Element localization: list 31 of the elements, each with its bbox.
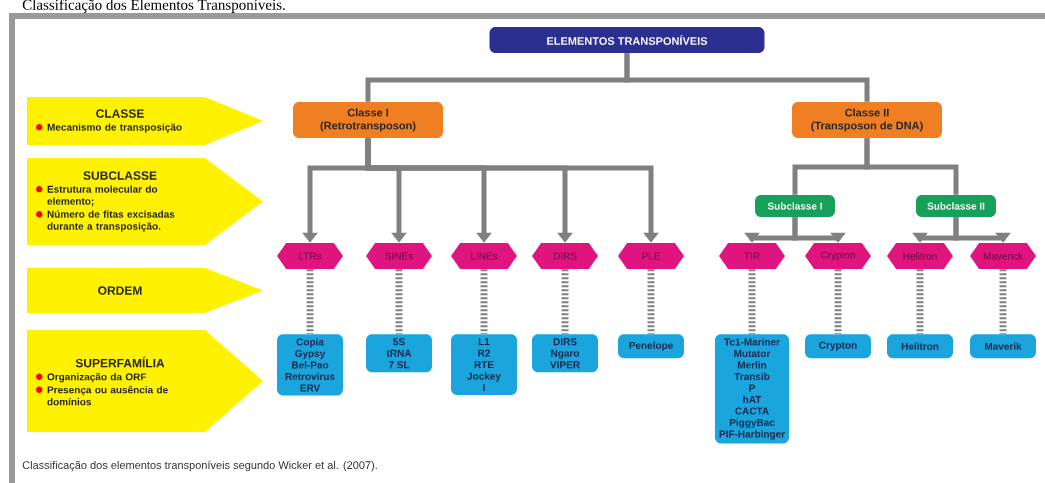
order-hexagon: LTRs bbox=[277, 243, 343, 269]
level-banner: SUBCLASSE Estrutura molecular do elemento; Número de fitas excisadas durante a transposição. bbox=[27, 158, 263, 245]
order-hexagon: Helitron bbox=[887, 243, 953, 269]
superfamily-box: Tc1-Mariner Mutator Merlin Transib P hAT CACTA PiggyBac PIF-Harbinger bbox=[714, 334, 790, 444]
tree-line bbox=[864, 138, 959, 195]
order-hexagon: SINEs bbox=[366, 243, 432, 269]
subclass-box: Subclasse II bbox=[916, 195, 996, 217]
superfamily-box: Copia Gypsy Bel-Pao Retrovirus ERV bbox=[277, 334, 343, 396]
subclass-box: Subclasse I bbox=[755, 195, 835, 217]
level-banner: ORDEM bbox=[27, 268, 263, 313]
class-box: Classe I (Retrotransposon) bbox=[293, 102, 443, 138]
superfamily-box: DIRS Ngaro VIPER bbox=[532, 334, 598, 373]
tree-line bbox=[624, 53, 870, 102]
superfamily-box: Crypton bbox=[805, 334, 871, 359]
order-hexagon: LINEs bbox=[451, 243, 517, 269]
level-banner: SUPERFAMÍLIA Organização da ORF Presença ou ausência de domínios bbox=[27, 330, 263, 432]
order-hexagon: Crypton bbox=[805, 243, 871, 269]
superfamily-box: Maverik bbox=[970, 334, 1036, 359]
caption: Classificação dos elementos transponíveis segundo Wicker et al. (2007). bbox=[22, 460, 377, 472]
level-banner: CLASSE Mecanismo de transposição bbox=[27, 97, 263, 145]
class-box: Classe II (Transposon de DNA) bbox=[792, 102, 942, 138]
superfamily-box: Penelope bbox=[618, 334, 684, 359]
order-hexagon: Maverick bbox=[970, 243, 1036, 269]
superfamily-box: Helitron bbox=[887, 334, 953, 359]
figure-title: Classificação dos Elementos Transponíveis. bbox=[22, 0, 285, 13]
root-box: ELEMENTOS TRANSPONÍVEIS bbox=[489, 27, 765, 53]
order-hexagon: PLE bbox=[618, 243, 684, 269]
superfamily-box: 5S tRNA 7 SL bbox=[366, 334, 432, 373]
order-hexagon: TIR bbox=[719, 243, 785, 269]
superfamily-box: L1 R2 RTE Jockey I bbox=[451, 334, 517, 396]
order-hexagon: DIRS bbox=[532, 243, 598, 269]
